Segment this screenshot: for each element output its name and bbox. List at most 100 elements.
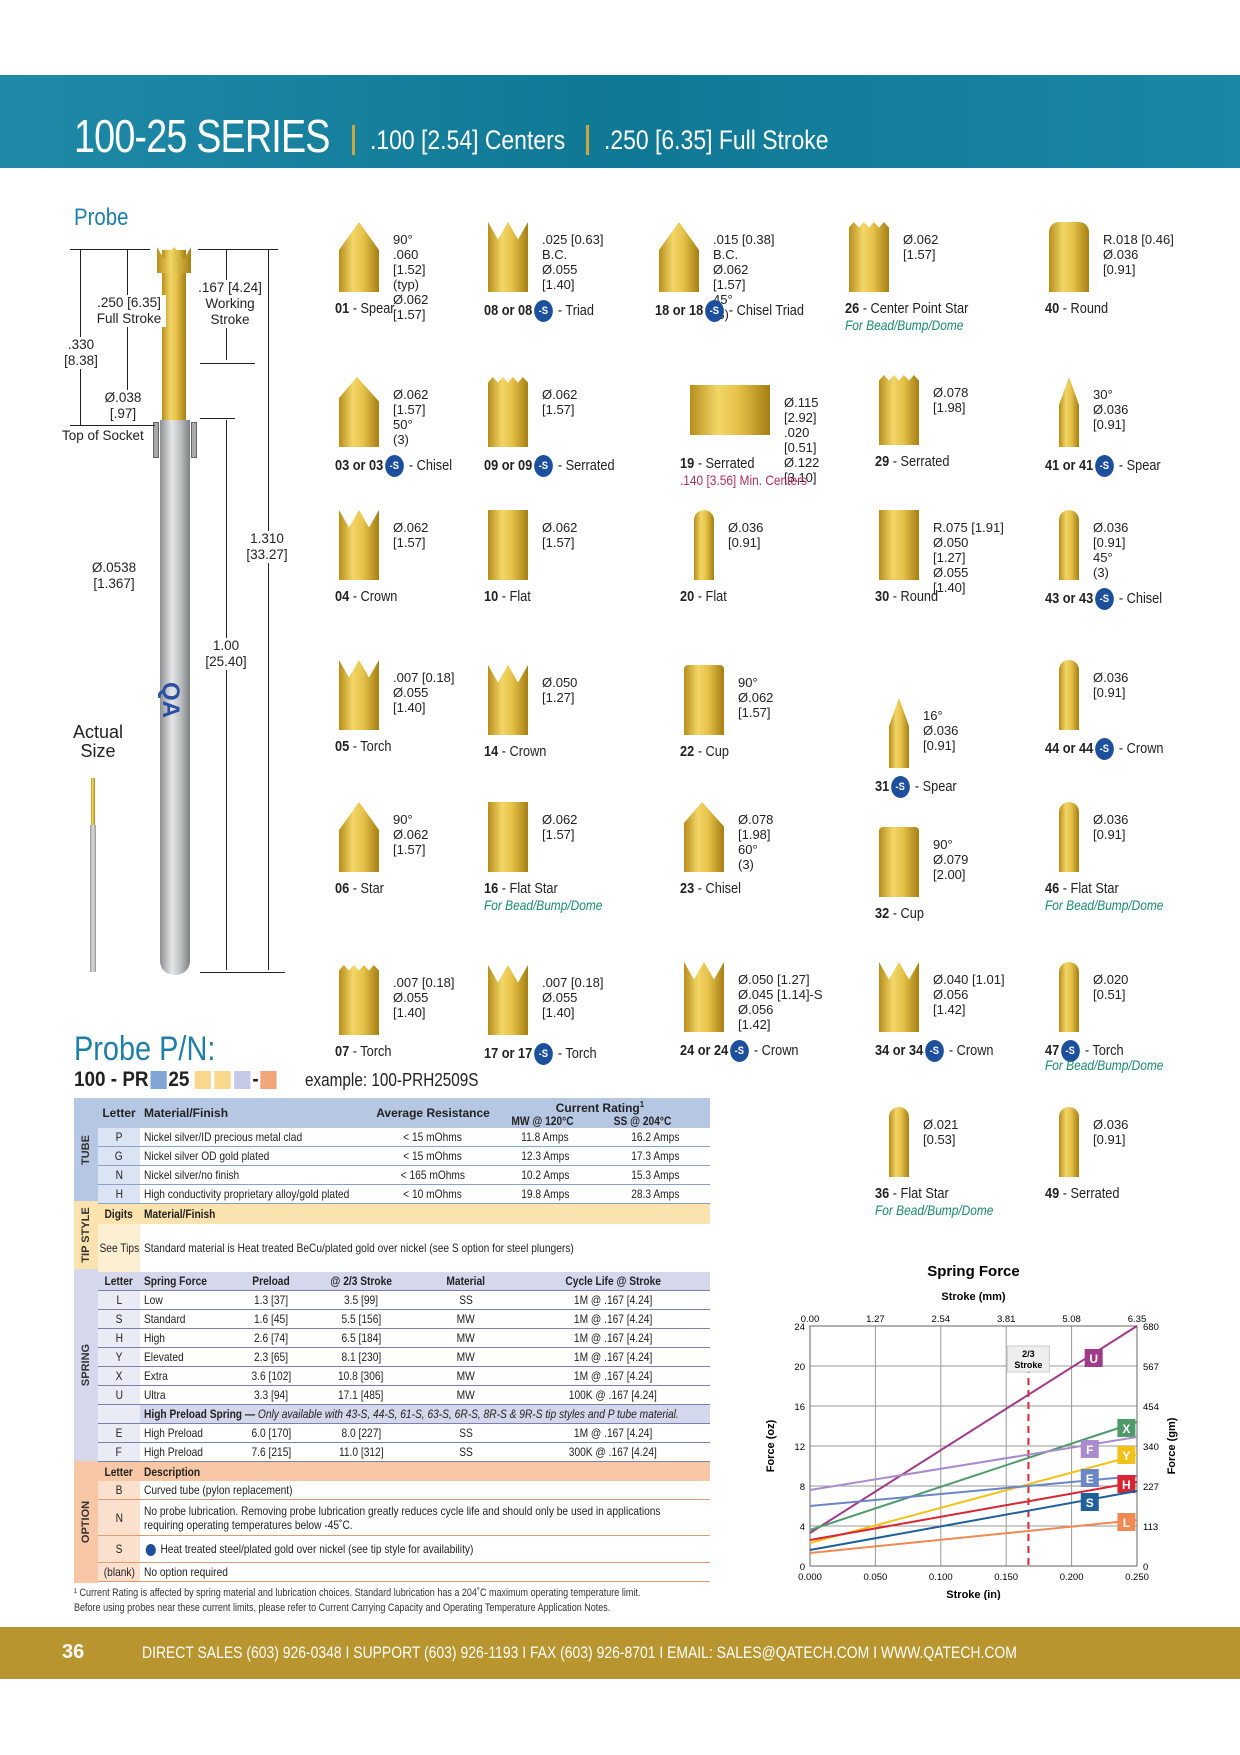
tip-dimensions: 16°Ø.036[0.91] [923,708,958,753]
x-tick-label: 0.200 [1060,1572,1084,1583]
y-tick-label: 16 [794,1402,805,1413]
full-stroke-dim: .250 [6.35]Full Stroke [92,295,166,327]
dimension-value: Ø.055 [542,990,578,1005]
spring-preload: 7.6 [215] [251,1445,291,1459]
tip-label: 19 - Serrated [680,455,755,472]
table-cell: Letter [104,1464,134,1479]
dimension-value: [1.98] [933,400,966,415]
dimension-value: [0.51] [1093,987,1126,1002]
tip-dimensions: R.075 [1.91]Ø.050[1.27]Ø.055[1.40] [933,520,1004,595]
tip-name: Torch [1092,1041,1124,1059]
tip-dimensions: .007 [0.18]Ø.055[1.40] [393,670,454,715]
spring-stroke: @ 2/3 Stroke [330,1274,392,1288]
spring-material: MW [456,1312,476,1326]
tip-dimensions: Ø.078[1.98] [933,385,968,415]
plot-area [809,1325,1138,1567]
series-tag-Y [1117,1446,1136,1464]
tip-code: 44 or 44 [1045,739,1094,757]
tip-dimensions: .007 [0.18]Ø.055[1.40] [393,975,454,1020]
dimension-value: 16° [923,708,943,723]
tip-name: Triad [565,301,594,319]
x-tick-label: 0.250 [1125,1572,1149,1583]
dimension-value: Ø.062 [542,520,578,535]
tip-name: Torch [360,738,392,755]
table-cell: See Tips [99,1241,139,1255]
tube-code-box [150,1071,167,1090]
spring-code-box [234,1071,251,1090]
tip-name: Chisel [416,456,453,474]
two-thirds-stroke-label: Stroke [1014,1360,1042,1370]
chart-title: Spring Force [927,1263,1020,1280]
tube-current-ss: 17.3 Amps [630,1149,680,1163]
barrel-image [160,420,190,975]
table-cell: (blank) [103,1565,135,1579]
tip-image [488,665,528,735]
dimension-value: [0.53] [923,1132,956,1147]
steel-option-badge-icon: -S [1094,738,1114,760]
tip-image [1059,660,1079,730]
column-header: Average Resistance [376,1106,490,1120]
tip-label: 24 or 24-S - Crown [680,1040,799,1062]
tube-material: Nickel silver OD gold plated [144,1149,270,1163]
tube-letter: N [115,1168,123,1182]
tube-resistance: < 15 mOhms [403,1130,463,1144]
option-row: S Heat treated steel/plated gold over ni… [98,1536,710,1563]
spring-preload: 3.3 [94] [253,1388,289,1402]
tip-code: 43 or 43 [1045,589,1094,607]
tip-label: 01 - Spear [335,300,395,317]
tip-name: Serrated [565,456,615,474]
tip-dimensions: 90°Ø.079[2.00] [933,837,968,882]
tip-image [1049,222,1089,292]
tip-code: 49 [1045,1185,1060,1202]
spring-cycle: 1M @ .167 [4.24] [573,1426,653,1440]
tip-image [879,510,919,580]
tip-image [339,222,379,292]
table-cell: Heat treated steel/plated gold over nick… [144,1542,473,1556]
dimension-value: (typ) [393,277,419,292]
tip-image [488,965,528,1035]
dimension-value: .007 [0.18] [393,975,455,990]
header-banner: 100-25 SERIES .100 [2.54] Centers .250 [… [0,75,1240,168]
dimension-value: [1.42] [933,1002,966,1017]
tip-code: 31 [875,777,890,795]
high-preload-row: High Preload Spring — Only available wit… [98,1405,710,1424]
dimension-value: [1.40] [542,1005,575,1020]
tip-image [488,802,528,872]
tip-label: 44 or 44-S - Crown [1045,738,1164,760]
spring-material: SS [459,1293,473,1307]
tip-label: 46 - Flat Star [1045,880,1119,897]
crown-tip-image [157,247,191,273]
spring-cycle: 300K @ .167 [4.24] [568,1445,658,1459]
tip-image [879,962,919,1032]
dimension-value: [1.57] [903,247,936,262]
series-line-U [809,1325,1138,1534]
footer-bar: 36 DIRECT SALES (603) 926-0348 I SUPPORT… [0,1627,1240,1679]
spring-letter: H [115,1331,123,1345]
y2-tick-label: 340 [1143,1442,1159,1453]
x2-tick-label: 5.08 [1062,1314,1081,1325]
tip-name: Round [1070,300,1109,317]
y2-tick-label: 0 [1143,1562,1148,1573]
dimension-value: Ø.050 [1.27] [738,972,810,987]
tip-name: Chisel [1126,589,1163,607]
spring-letter: L [116,1293,122,1307]
dimension-value: Ø.036 [1093,520,1129,535]
tip-dimensions: .015 [0.38]B.C.Ø.062[1.57]45°(3) [713,232,774,322]
x2-tick-label: 3.81 [997,1314,1016,1325]
dimension-value: Ø.062 [393,520,429,535]
spring-force: Spring Force [144,1274,207,1288]
tip-label: 32 - Cup [875,905,924,922]
tip-dimensions: Ø.036[0.91] [1093,670,1128,700]
tip-name: Star [360,880,384,897]
tip-code: 10 [484,588,499,605]
tip-label: 49 - Serrated [1045,1185,1120,1202]
tip-label: 14 - Crown [484,743,547,760]
